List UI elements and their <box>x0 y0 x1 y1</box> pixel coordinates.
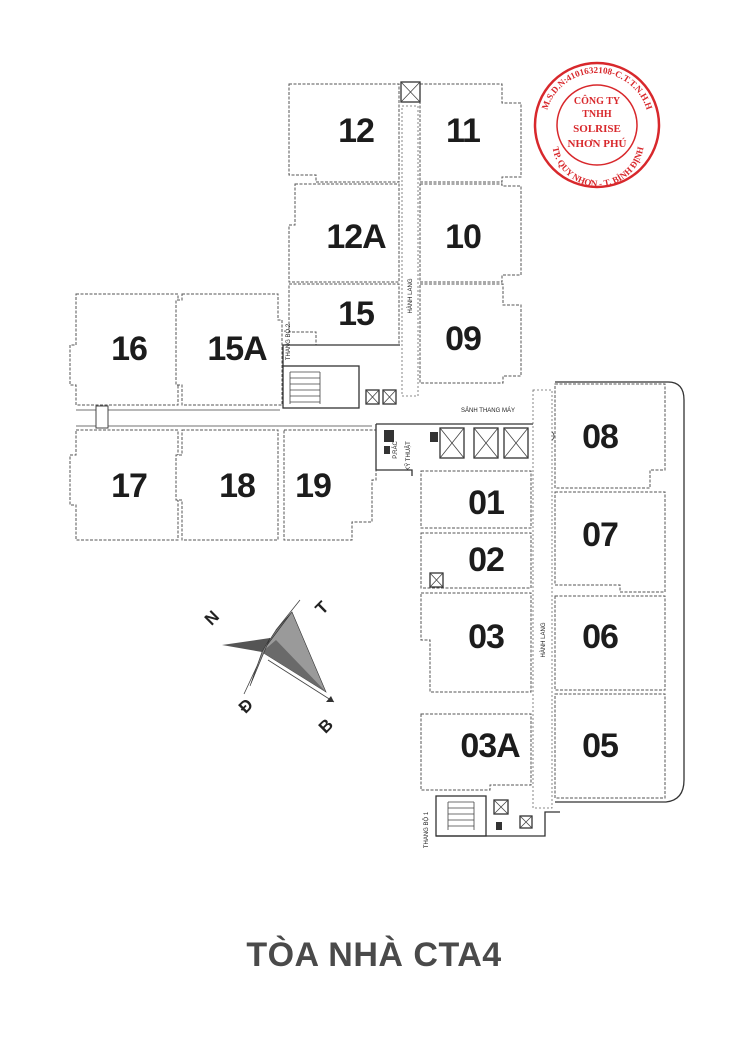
unit-09-outline <box>419 283 522 384</box>
unit-17-outline <box>69 429 179 541</box>
unit-18[interactable]: 18 <box>219 467 256 505</box>
elevator-3 <box>503 427 529 459</box>
unit-11[interactable]: 11 <box>446 112 481 150</box>
unit-15a[interactable]: 15A <box>207 330 268 368</box>
unit-07-outline <box>554 491 666 593</box>
elevator-lobby-label: SẢNH THANG MÁY <box>461 407 515 414</box>
room-b-label: KỸ THUẬT <box>405 441 412 471</box>
elevator-1 <box>439 427 465 459</box>
unit-06[interactable]: 06 <box>582 618 619 656</box>
compass-rose: N T Đ B <box>201 597 337 737</box>
unit-18-outline <box>175 429 279 541</box>
north-wing: HÀNH LANG <box>288 81 522 397</box>
stamp-line-2: TNHH <box>582 109 612 120</box>
north-corridor-label: HÀNH LANG <box>407 278 414 313</box>
unit-16-outline <box>69 293 179 406</box>
unit-10[interactable]: 10 <box>445 218 482 256</box>
room-a-label: P.RÁC <box>392 441 399 459</box>
unit-03a[interactable]: 03A <box>460 727 521 765</box>
south-corridor-label: HÀNH LANG <box>540 622 547 657</box>
unit-06-outline <box>554 595 666 691</box>
stamp-bottom-text: TP. QUY NHƠN - T. BÌNH ĐỊNH <box>550 146 645 189</box>
unit-12a[interactable]: 12A <box>326 218 387 256</box>
unit-03a-outline <box>420 713 532 791</box>
stair-2-steps <box>282 344 400 404</box>
unit-01-outline <box>420 470 532 529</box>
core: SẢNH THANG MÁY P.RÁC KỸ THUẬT <box>375 407 555 491</box>
stamp-line-3: SOLRISE <box>573 123 621 135</box>
unit-11-outline <box>419 83 522 183</box>
stair-1-steps <box>447 801 475 830</box>
unit-01[interactable]: 01 <box>468 484 505 522</box>
unit-02-outline <box>420 532 532 589</box>
unit-12[interactable]: 12 <box>338 112 375 150</box>
unit-12a-outline <box>288 183 400 283</box>
west-wing: THANG BỘ 2 <box>69 293 400 541</box>
unit-12-outline <box>288 83 400 183</box>
unit-16[interactable]: 16 <box>111 330 148 368</box>
unit-labels: 12 11 12A 10 15 09 16 15A 17 18 19 01 02… <box>111 112 619 765</box>
stamp-line-4: NHƠN PHÚ <box>568 138 627 150</box>
unit-15[interactable]: 15 <box>338 295 375 333</box>
west-corridor <box>76 409 372 427</box>
compass-south: Đ <box>235 695 257 717</box>
compass-west: B <box>315 715 337 737</box>
building-title: TÒA NHÀ CTA4 <box>246 936 502 974</box>
unit-02[interactable]: 02 <box>468 541 505 579</box>
unit-05-outline <box>554 693 666 799</box>
south-corridor <box>532 389 553 809</box>
stamp-line-1: CÔNG TY <box>574 94 621 107</box>
south-wing: HÀNH LANG THANG BỘ 1 <box>420 389 560 848</box>
unit-10-outline <box>419 183 522 283</box>
unit-08[interactable]: 08 <box>582 418 619 456</box>
elevator-2 <box>473 427 499 459</box>
compass-north: N <box>201 607 223 629</box>
unit-08-outline <box>554 383 666 489</box>
stair-1-label: THANG BỘ 1 <box>423 811 430 848</box>
company-stamp: M.S.D.N:4101632108-C.T.T.N.H.H TP. QUY N… <box>533 61 661 189</box>
unit-15a-outline <box>175 293 283 406</box>
stair-2-label: THANG BỘ 2 <box>285 323 292 360</box>
stair-2 <box>282 365 360 409</box>
east-wing <box>554 381 685 803</box>
east-wing-outer <box>555 381 685 803</box>
unit-07[interactable]: 07 <box>582 516 619 554</box>
north-corridor <box>401 105 419 397</box>
compass-east: T <box>312 597 333 618</box>
shaft-top <box>400 81 421 103</box>
unit-03[interactable]: 03 <box>468 618 505 656</box>
unit-19[interactable]: 19 <box>295 467 332 505</box>
unit-17[interactable]: 17 <box>111 467 148 505</box>
unit-09[interactable]: 09 <box>445 320 482 358</box>
west-corridor-end <box>95 405 109 429</box>
unit-03-outline <box>420 592 532 693</box>
unit-05[interactable]: 05 <box>582 727 619 765</box>
